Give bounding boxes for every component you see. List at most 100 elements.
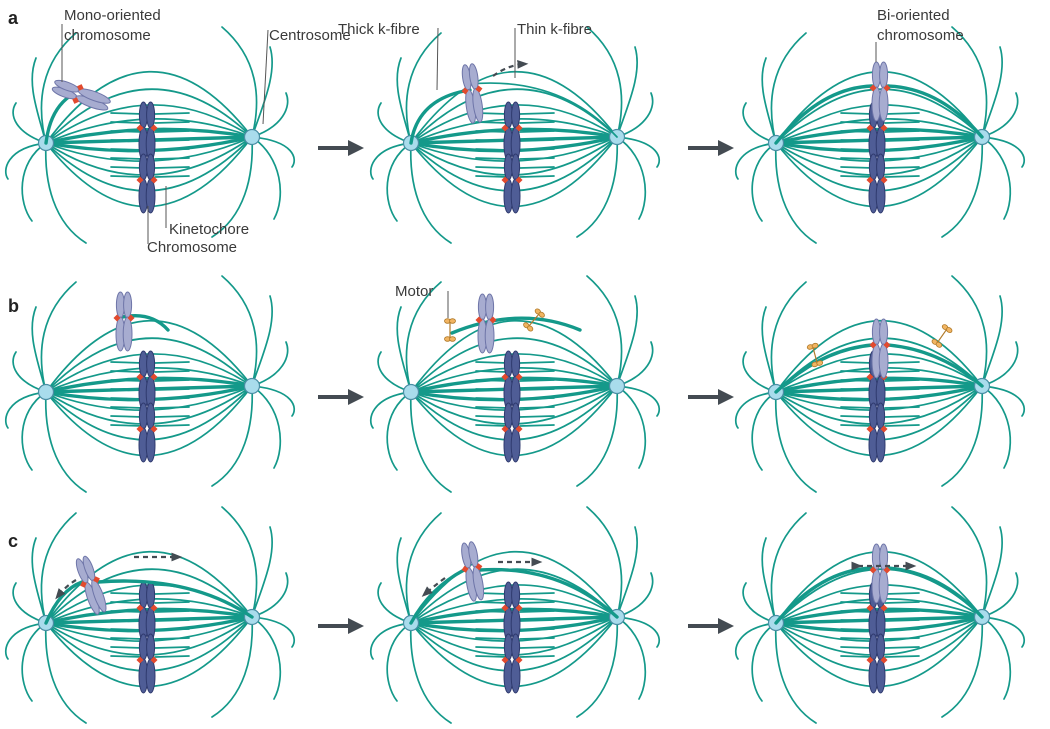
astral-microtubule (941, 136, 984, 238)
kinetochore (515, 124, 523, 132)
astral-microtubule (221, 275, 258, 387)
astral-microtubule (405, 512, 442, 624)
chromosome (136, 153, 158, 214)
k-fibre (154, 655, 190, 658)
step-arrows (318, 140, 734, 634)
astral-microtubule (981, 385, 1012, 469)
astral-microtubule (981, 46, 1004, 138)
astral-microtubule (369, 622, 412, 660)
k-fibre (840, 379, 874, 382)
astral-microtubule (734, 142, 777, 180)
astral-microtubule (251, 341, 289, 387)
chromatid-arm (145, 178, 156, 214)
k-fibre (475, 130, 509, 133)
k-fibre (519, 415, 555, 418)
chromatid-arm (511, 350, 521, 378)
astral-microtubule (981, 341, 1019, 387)
kinetochore (866, 425, 874, 433)
astral-microtubule (751, 142, 777, 222)
k-fibre (110, 592, 144, 595)
astral-microtubule (742, 351, 777, 393)
k-fibre (884, 397, 920, 400)
kinetochore (136, 176, 144, 184)
kinetochore (475, 85, 483, 93)
thick-k-fibre (886, 343, 984, 388)
k-fibre (884, 130, 920, 133)
label-bi-oriented-line2: chromosome (877, 27, 964, 44)
k-fibre (519, 157, 555, 160)
astral-microtubule (616, 136, 661, 168)
k-fibre (154, 637, 190, 640)
k-fibre (154, 361, 190, 364)
astral-microtubule (770, 281, 807, 393)
astral-microtubule (616, 385, 647, 469)
astral-microtubule (981, 616, 1026, 648)
k-fibre (475, 424, 509, 427)
k-fibre (110, 157, 144, 160)
astral-microtubule (386, 391, 412, 471)
k-fibre (110, 148, 144, 151)
k-fibre (840, 424, 874, 427)
kinetochore (136, 124, 144, 132)
labels: Mono-oriented chromosome Centrosome Kine… (64, 7, 964, 300)
astral-microtubule (4, 622, 47, 660)
microtubule (410, 70, 618, 144)
astral-microtubule (221, 506, 258, 618)
k-fibre (154, 646, 190, 649)
k-fibre (154, 112, 190, 115)
astral-microtubule (251, 295, 274, 387)
motor-stalk (936, 329, 948, 343)
k-fibre (475, 139, 509, 142)
astral-microtubule (742, 102, 777, 144)
chromosome (866, 153, 888, 214)
k-fibre (840, 157, 874, 160)
k-fibre (475, 646, 509, 649)
astral-microtubule (734, 622, 777, 660)
leader-centrosome (262, 29, 269, 125)
chromatid-arm (875, 427, 886, 463)
kinetochore (72, 97, 79, 104)
k-fibre (475, 397, 509, 400)
k-fibre (884, 166, 920, 169)
astral-microtubule (981, 295, 1004, 387)
k-fibre (840, 166, 874, 169)
k-fibre (154, 388, 190, 391)
chromatid-arm (876, 402, 886, 430)
k-fibre (475, 628, 509, 631)
kinetochore (880, 425, 888, 433)
k-fibre (519, 619, 555, 622)
chromosome (501, 101, 523, 162)
k-fibre (840, 601, 874, 604)
k-fibre (475, 610, 509, 613)
k-fibre (154, 610, 190, 613)
thick-k-fibre (44, 94, 72, 145)
k-fibre (840, 637, 874, 640)
kinetochore (866, 373, 874, 381)
label-thick-kfibre: Thick k-fibre (338, 21, 420, 38)
astral-microtubule (21, 391, 47, 471)
kinetochore (150, 176, 158, 184)
k-fibre (154, 406, 190, 409)
k-fibre (154, 139, 190, 142)
kinetochore (501, 373, 509, 381)
k-fibre (519, 424, 555, 427)
astral-microtubule (251, 385, 296, 417)
k-fibre (475, 157, 509, 160)
k-fibre (519, 610, 555, 613)
label-mono-oriented-line1: Mono-oriented (64, 7, 161, 24)
astral-microtubule (31, 306, 47, 393)
astral-microtubule (616, 572, 654, 618)
astral-microtubule (12, 351, 47, 393)
astral-microtubule (31, 57, 47, 144)
k-fibre (884, 175, 920, 178)
astral-microtubule (586, 506, 623, 618)
spindle-a3 (734, 26, 1026, 244)
kinetochore (883, 84, 891, 92)
motor-head (811, 342, 819, 349)
k-fibre (110, 637, 144, 640)
kinetochore (501, 656, 509, 664)
k-fibre (884, 646, 920, 649)
k-fibre (475, 361, 509, 364)
label-mono-oriented-line2: chromosome (64, 27, 151, 44)
